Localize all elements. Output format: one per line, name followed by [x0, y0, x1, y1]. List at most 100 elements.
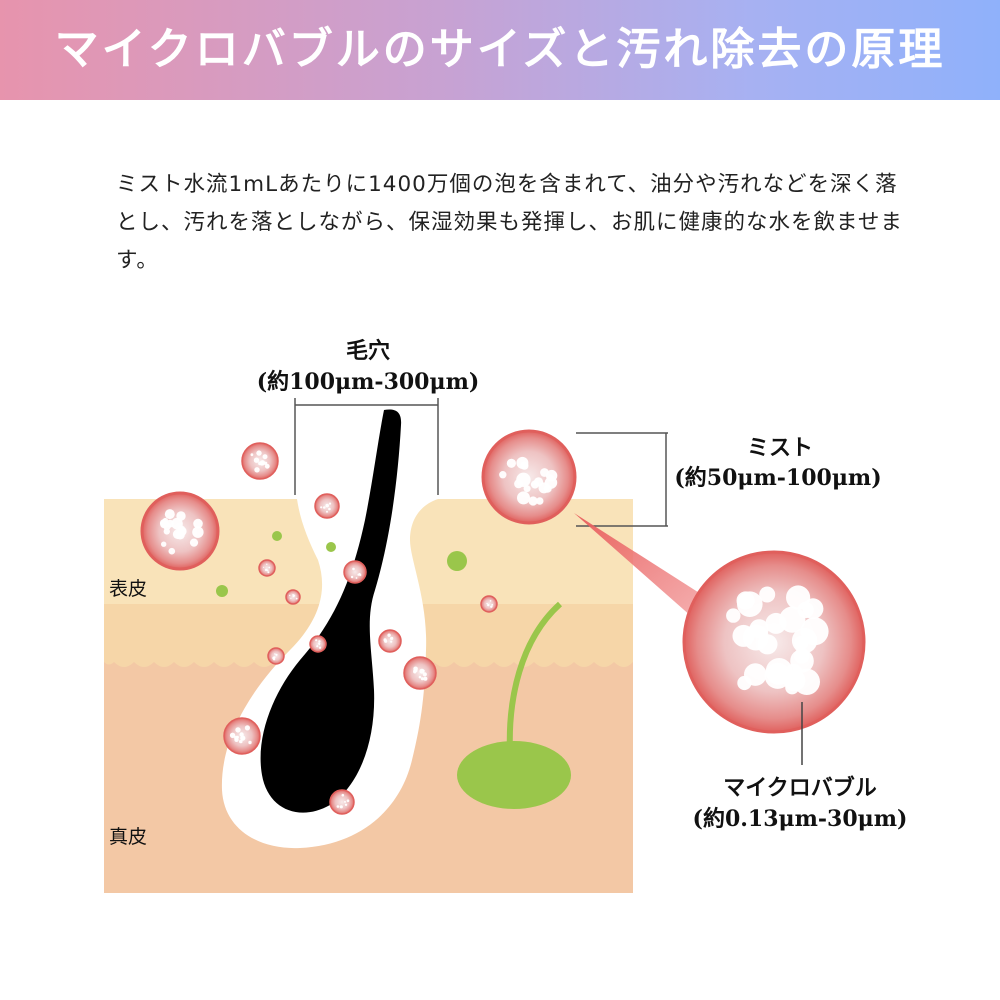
hair-bulb — [457, 741, 571, 809]
bubble-speck — [520, 461, 529, 470]
bubble-speck — [544, 476, 558, 489]
bubble-speck — [318, 642, 321, 645]
bubble-speck — [783, 669, 806, 692]
bubble-speck — [250, 453, 254, 457]
page-title: マイクロバブルのサイズと汚れ除去の原理 — [54, 24, 946, 75]
bubble-speck — [423, 676, 428, 681]
bubble-speck — [339, 805, 343, 809]
bubble-speck — [266, 563, 268, 565]
bubble-speck — [422, 672, 427, 677]
bubble-speck — [344, 800, 346, 803]
bubble-speck — [262, 454, 268, 460]
pore-bracket — [294, 398, 439, 495]
bubble-speck — [359, 573, 362, 577]
bubble-speck — [346, 799, 350, 802]
bubble-speck — [499, 471, 507, 479]
bubble-speck — [794, 635, 809, 651]
bubble-tiny — [480, 595, 498, 613]
bubble-speck — [336, 805, 340, 808]
green-dot — [216, 585, 228, 597]
bubble-speck — [160, 520, 169, 529]
pore-label: 毛穴 — [345, 338, 390, 364]
bubble-speck — [384, 639, 388, 643]
bubble-speck — [736, 591, 755, 610]
bubble-speck — [390, 636, 394, 641]
bubble-speck — [192, 526, 204, 538]
bubble-speck — [352, 567, 355, 571]
bubble-speck — [253, 457, 260, 463]
bubble-speck — [355, 577, 358, 579]
bubble-speck — [229, 732, 236, 738]
bubble-speck — [320, 506, 323, 509]
hair-strand — [260, 409, 402, 813]
bubble-speck — [163, 528, 170, 535]
bubble-speck — [239, 739, 243, 744]
bubble-speck — [506, 458, 516, 468]
bubble-speck — [189, 538, 199, 547]
bubble-speck — [765, 612, 787, 634]
header-banner — [0, 0, 1000, 100]
bubble-speck — [419, 668, 425, 674]
bubble-speck — [171, 517, 183, 530]
bubble-speck — [726, 608, 741, 623]
bubble-speck — [491, 605, 493, 607]
bubble-speck — [802, 598, 824, 620]
pore-size-label: (約100μm-300μm) — [256, 369, 480, 395]
bubble-speck — [289, 594, 291, 597]
bubble-speck — [487, 603, 490, 607]
bubble-speck — [264, 463, 270, 469]
mist-label: ミスト — [746, 435, 813, 461]
hair-bulb-stem — [506, 601, 563, 753]
bubble-speck — [528, 496, 538, 506]
bubble-speck — [267, 571, 270, 574]
bubble-speck — [790, 649, 814, 673]
bubble-speck — [744, 663, 767, 686]
bubble-small — [241, 442, 279, 480]
bubble-speck — [387, 633, 391, 637]
bubble-speck — [323, 506, 326, 509]
bubble-tiny — [329, 789, 355, 815]
epidermis-label: 表皮 — [109, 578, 148, 600]
bubbles — [140, 429, 866, 815]
bubble-speck — [263, 566, 265, 568]
bubble-speck — [759, 586, 776, 603]
bubble-small — [403, 656, 437, 690]
bubble-speck — [418, 675, 422, 679]
bubble-speck — [295, 597, 298, 600]
mist-size-label: (約50μm-100μm) — [674, 465, 882, 491]
bubble-speck — [235, 727, 241, 733]
bubble-speck — [244, 725, 250, 731]
bubble-speck — [516, 472, 531, 487]
bubble-speck — [290, 597, 292, 600]
bubble-speck — [732, 624, 755, 647]
microbubble-size-label: (約0.13μm-30μm) — [692, 806, 908, 832]
bubble-speck — [164, 509, 175, 520]
intro-text: ミスト水流1mLあたりに1400万個の泡を含まれて、油分や汚れなどを深く落とし、… — [116, 172, 903, 273]
bubble-speck — [489, 600, 492, 602]
bubble-speck — [273, 656, 276, 659]
bubble-speck — [749, 619, 769, 639]
bubble-speck — [344, 803, 348, 806]
bubble-speck — [540, 468, 549, 477]
bubble-speck — [193, 518, 203, 529]
bubble-tiny — [378, 629, 402, 653]
bubble-speck — [316, 645, 319, 648]
green-dot — [272, 531, 282, 541]
bubble-speck — [274, 653, 276, 655]
bubble-speck — [275, 653, 278, 656]
bubble-speck — [390, 640, 393, 643]
bubble-speck — [341, 793, 345, 797]
bubble-speck — [325, 503, 330, 508]
bubble-tiny — [309, 635, 327, 653]
bubble-speck — [757, 634, 778, 655]
bubble-speck — [256, 450, 262, 456]
microbubble-label: マイクロバブル — [723, 775, 877, 801]
bubble-speck — [536, 497, 544, 505]
green-dot — [326, 542, 336, 552]
bubble-speck — [318, 640, 321, 643]
bubble-speck — [248, 740, 252, 745]
bubble-tiny — [343, 560, 367, 584]
bubble-speck — [161, 541, 167, 547]
bubble-speck — [318, 646, 322, 649]
